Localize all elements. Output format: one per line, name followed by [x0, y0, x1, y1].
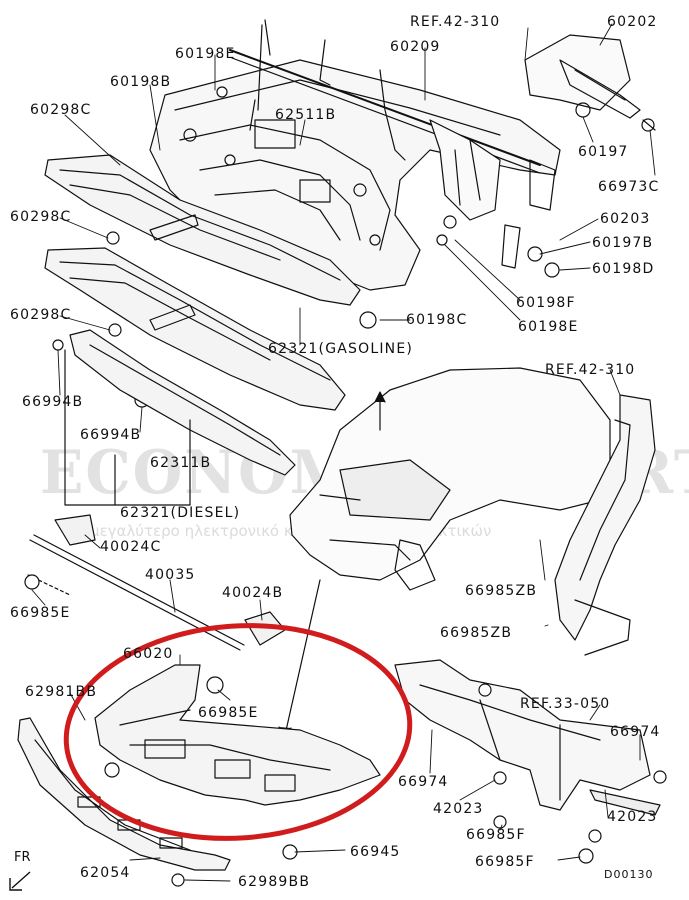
car-silhouette — [278, 367, 611, 743]
label-66985zb-1: 66985ZB — [465, 583, 538, 599]
label-40024c: 40024C — [100, 539, 162, 555]
label-66985f-2: 66985F — [475, 854, 535, 870]
label-66985zb-2: 66985ZB — [440, 625, 513, 641]
label-62321-gasoline: 62321(GASOLINE) — [268, 341, 414, 357]
fr-arrow-icon — [9, 871, 31, 891]
cowl-panel-upper — [44, 154, 361, 306]
label-ref-42-310-mid: REF.42-310 — [545, 362, 636, 378]
label-40024b: 40024B — [222, 585, 284, 601]
label-60198b: 60198B — [110, 74, 172, 90]
label-62054: 62054 — [80, 865, 131, 881]
label-60197: 60197 — [578, 144, 629, 160]
label-66994b-1: 66994B — [22, 394, 84, 410]
label-60197b: 60197B — [592, 235, 654, 251]
label-60198f: 60198F — [516, 295, 576, 311]
label-66974-mid: 66974 — [398, 774, 449, 790]
cowl-panel-lower — [69, 329, 296, 476]
label-66985f-1: 66985F — [466, 827, 526, 843]
label-60198e-right: 60198E — [518, 319, 579, 335]
label-66985e-left: 66985E — [10, 605, 71, 621]
label-40035: 40035 — [145, 567, 196, 583]
diagram-code: D00130 — [604, 868, 654, 881]
label-60298c-1: 60298C — [30, 102, 92, 118]
label-66945: 66945 — [350, 844, 401, 860]
label-62511b: 62511B — [275, 107, 337, 123]
label-62989bb: 62989BB — [238, 874, 311, 890]
highlight-ellipse — [63, 623, 413, 841]
label-66985e-mid: 66985E — [198, 705, 259, 721]
label-60198e-top: 60198E — [175, 46, 236, 62]
label-62321-diesel: 62321(DIESEL) — [120, 505, 241, 521]
label-42023-2: 42023 — [607, 809, 658, 825]
label-60298c-3: 60298C — [10, 307, 72, 323]
leader-lines — [31, 23, 656, 882]
label-66973c: 66973C — [598, 179, 660, 195]
ref-33-050-subframe — [394, 659, 667, 864]
cowl-panel-middle — [44, 247, 346, 411]
fr-direction-label: FR — [14, 850, 31, 865]
label-60298c-2: 60298C — [10, 209, 72, 225]
label-66974-right: 66974 — [610, 724, 661, 740]
engine-undercover — [94, 664, 381, 806]
label-66994b-2: 66994B — [80, 427, 142, 443]
label-ref-33-050: REF.33-050 — [520, 696, 611, 712]
label-62311b: 62311B — [150, 455, 212, 471]
label-60198d: 60198D — [592, 261, 655, 277]
label-60203: 60203 — [600, 211, 651, 227]
label-66020: 66020 — [123, 646, 174, 662]
ref-42-310-bracket-top — [524, 34, 656, 132]
label-42023-1: 42023 — [433, 801, 484, 817]
label-ref-42-310-top: REF.42-310 — [410, 14, 501, 30]
label-62981bb: 62981BB — [25, 684, 98, 700]
label-60202: 60202 — [607, 14, 658, 30]
ref-42-310-side-member — [554, 394, 656, 656]
label-60198c: 60198C — [406, 312, 468, 328]
label-60209: 60209 — [390, 39, 441, 55]
